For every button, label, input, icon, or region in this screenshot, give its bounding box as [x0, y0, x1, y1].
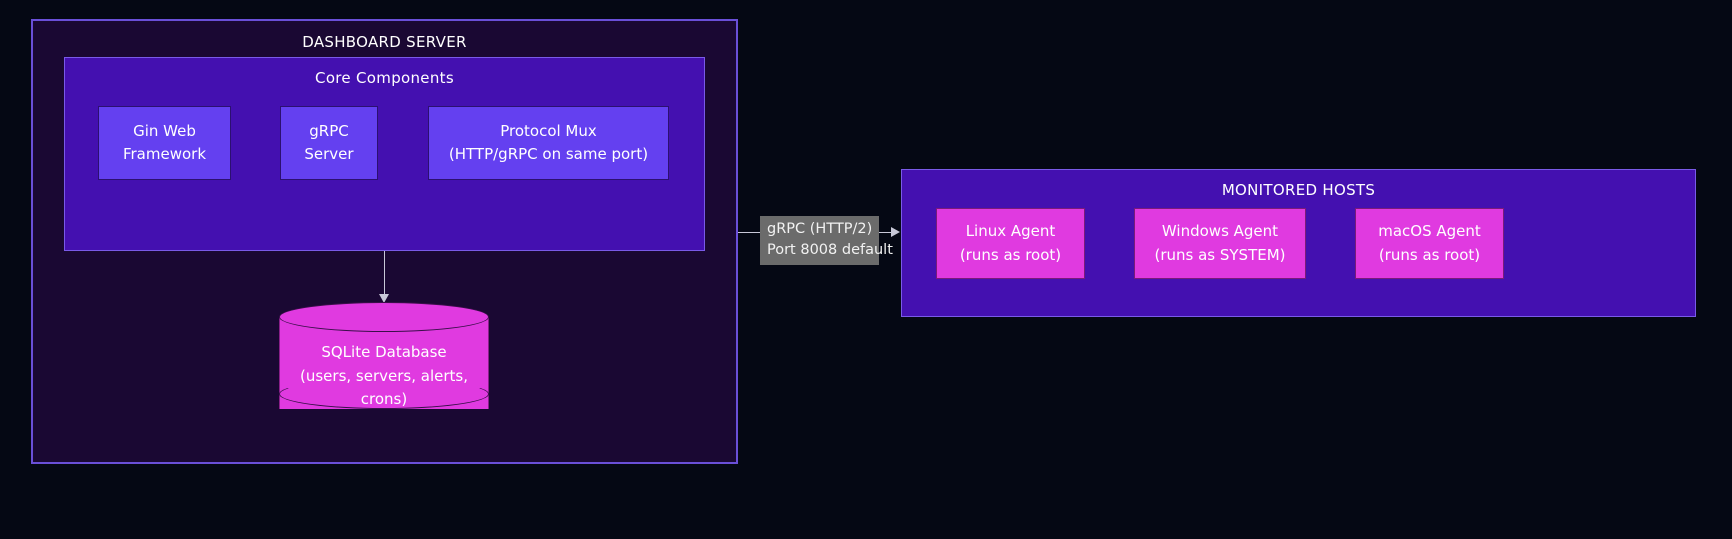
group-title-monitored-hosts: MONITORED HOSTS [1221, 181, 1376, 199]
node-windows-agent[interactable]: Windows Agent (runs as SYSTEM) [1134, 208, 1306, 279]
database-line-2: (users, servers, alerts, [300, 366, 468, 385]
database-line-1: SQLite Database [321, 343, 447, 361]
node-macos-agent[interactable]: macOS Agent (runs as root) [1355, 208, 1504, 279]
node-label-gin-web-framework: Gin Web Framework [99, 107, 230, 179]
node-label-windows-agent: Windows Agent (runs as SYSTEM) [1135, 209, 1305, 278]
edge-core-to-database-arrowhead [379, 294, 389, 303]
node-grpc-server[interactable]: gRPC Server [280, 106, 378, 180]
edge-label-line-2: Port 8008 default [767, 242, 893, 259]
node-protocol-mux[interactable]: Protocol Mux (HTTP/gRPC on same port) [428, 106, 669, 180]
node-line-1: macOS Agent [1378, 222, 1481, 241]
node-line-2: (runs as root) [1378, 245, 1481, 264]
edge-label-line-1: gRPC (HTTP/2) [767, 221, 873, 237]
node-line-2: (runs as SYSTEM) [1154, 245, 1286, 264]
node-line-1: Protocol Mux [500, 121, 597, 140]
node-label-macos-agent: macOS Agent (runs as root) [1356, 209, 1503, 278]
node-label-sqlite-database: SQLite Database (users, servers, alerts,… [279, 341, 489, 412]
group-title-dashboard-server: DASHBOARD SERVER [302, 33, 467, 51]
node-line-2: (HTTP/gRPC on same port) [448, 145, 649, 163]
node-linux-agent[interactable]: Linux Agent (runs as root) [936, 208, 1085, 279]
edge-label-grpc-port: gRPC (HTTP/2) Port 8008 default [760, 216, 893, 266]
node-gin-web-framework[interactable]: Gin Web Framework [98, 106, 231, 180]
node-sqlite-database[interactable]: SQLite Database (users, servers, alerts,… [279, 302, 489, 424]
database-line-3: crons) [360, 390, 408, 409]
edge-server-to-hosts-arrowhead [891, 227, 900, 237]
node-line-2: Framework [122, 145, 207, 163]
node-label-linux-agent: Linux Agent (runs as root) [937, 209, 1084, 278]
node-line-2: (runs as root) [959, 245, 1062, 264]
node-line-1: Gin Web [133, 121, 196, 140]
node-label-grpc-server: gRPC Server [281, 107, 377, 179]
edge-core-to-database-line [384, 251, 385, 295]
database-cylinder-bottom [279, 379, 489, 409]
node-line-1: Windows Agent [1161, 222, 1279, 241]
node-label-protocol-mux: Protocol Mux (HTTP/gRPC on same port) [429, 107, 668, 179]
node-line-1: gRPC [309, 121, 349, 140]
node-line-1: Linux Agent [965, 222, 1056, 241]
node-line-2: Server [304, 145, 354, 163]
database-cylinder-top [279, 302, 489, 332]
group-title-core-components: Core Components [315, 69, 454, 87]
